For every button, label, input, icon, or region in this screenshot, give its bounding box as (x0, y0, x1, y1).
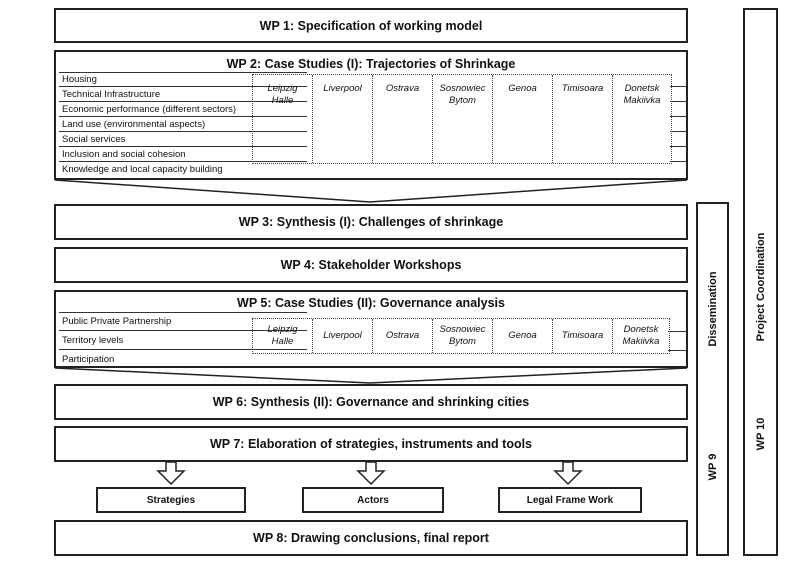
arrow-down-icon (156, 461, 186, 486)
wp10-column: Project Coordination WP 10 (743, 8, 778, 556)
output-legal-frame-work: Legal Frame Work (498, 487, 642, 513)
wp5-topic-list: Public Private Partnership Territory lev… (59, 312, 307, 368)
wp8-box: WP 8: Drawing conclusions, final report (54, 520, 688, 556)
wp2-topic-list: Housing Technical Infrastructure Economi… (59, 72, 307, 177)
wp5-city-cell: Timisoara (553, 319, 613, 353)
wp3-box: WP 3: Synthesis (I): Challenges of shrin… (54, 204, 688, 240)
wp2-topic: Inclusion and social cohesion (59, 147, 307, 162)
wp5-topic: Public Private Partnership (59, 312, 307, 331)
wp2-box: WP 2: Case Studies (I): Trajectories of … (54, 50, 688, 180)
output-actors: Actors (302, 487, 444, 513)
wp2-city-cell: Ostrava (373, 75, 433, 163)
arrow-down-icon (356, 461, 386, 486)
wp9-column: Dissemination WP 9 (696, 202, 729, 556)
wp6-box: WP 6: Synthesis (II): Governance and shr… (54, 384, 688, 420)
wp7-title: WP 7: Elaboration of strategies, instrum… (209, 437, 533, 451)
wp6-title: WP 6: Synthesis (II): Governance and shr… (212, 395, 530, 409)
arrow-down-icon (553, 461, 583, 486)
wp2-topic: Economic performance (different sectors) (59, 102, 307, 117)
wp2-topic: Technical Infrastructure (59, 87, 307, 102)
wp4-title: WP 4: Stakeholder Workshops (280, 258, 462, 272)
funnel-wp5-wp6 (54, 367, 688, 384)
wp5-city-cell: Ostrava (373, 319, 433, 353)
wp1-title: WP 1: Specification of working model (259, 18, 483, 33)
wp2-topic: Housing (59, 72, 307, 87)
wp2-city-cell: Liverpool (313, 75, 373, 163)
wp5-box: WP 5: Case Studies (II): Governance anal… (54, 290, 688, 368)
wp2-topic: Knowledge and local capacity building (62, 164, 223, 175)
wp4-box: WP 4: Stakeholder Workshops (54, 247, 688, 283)
wp3-title: WP 3: Synthesis (I): Challenges of shrin… (238, 215, 504, 229)
wp5-city-cell: Genoa (493, 319, 553, 353)
wp2-topic: Social services (59, 132, 307, 147)
funnel-wp2-wp3 (54, 179, 688, 203)
wp2-city-cell: Genoa (493, 75, 553, 163)
wp5-topic: Territory levels (59, 331, 307, 350)
wp8-title: WP 8: Drawing conclusions, final report (253, 531, 489, 545)
wp5-topic: Participation (62, 353, 115, 365)
wp1-box: WP 1: Specification of working model (54, 8, 688, 43)
wp2-city-cell: Timisoara (553, 75, 613, 163)
wp5-city-cell: Liverpool (313, 319, 373, 353)
output-strategies: Strategies (96, 487, 246, 513)
wp2-title: WP 2: Case Studies (I): Trajectories of … (226, 57, 516, 71)
wp2-topic: Land use (environmental aspects) (59, 117, 307, 132)
wp5-title: WP 5: Case Studies (II): Governance anal… (237, 296, 505, 310)
wp7-box: WP 7: Elaboration of strategies, instrum… (54, 426, 688, 462)
